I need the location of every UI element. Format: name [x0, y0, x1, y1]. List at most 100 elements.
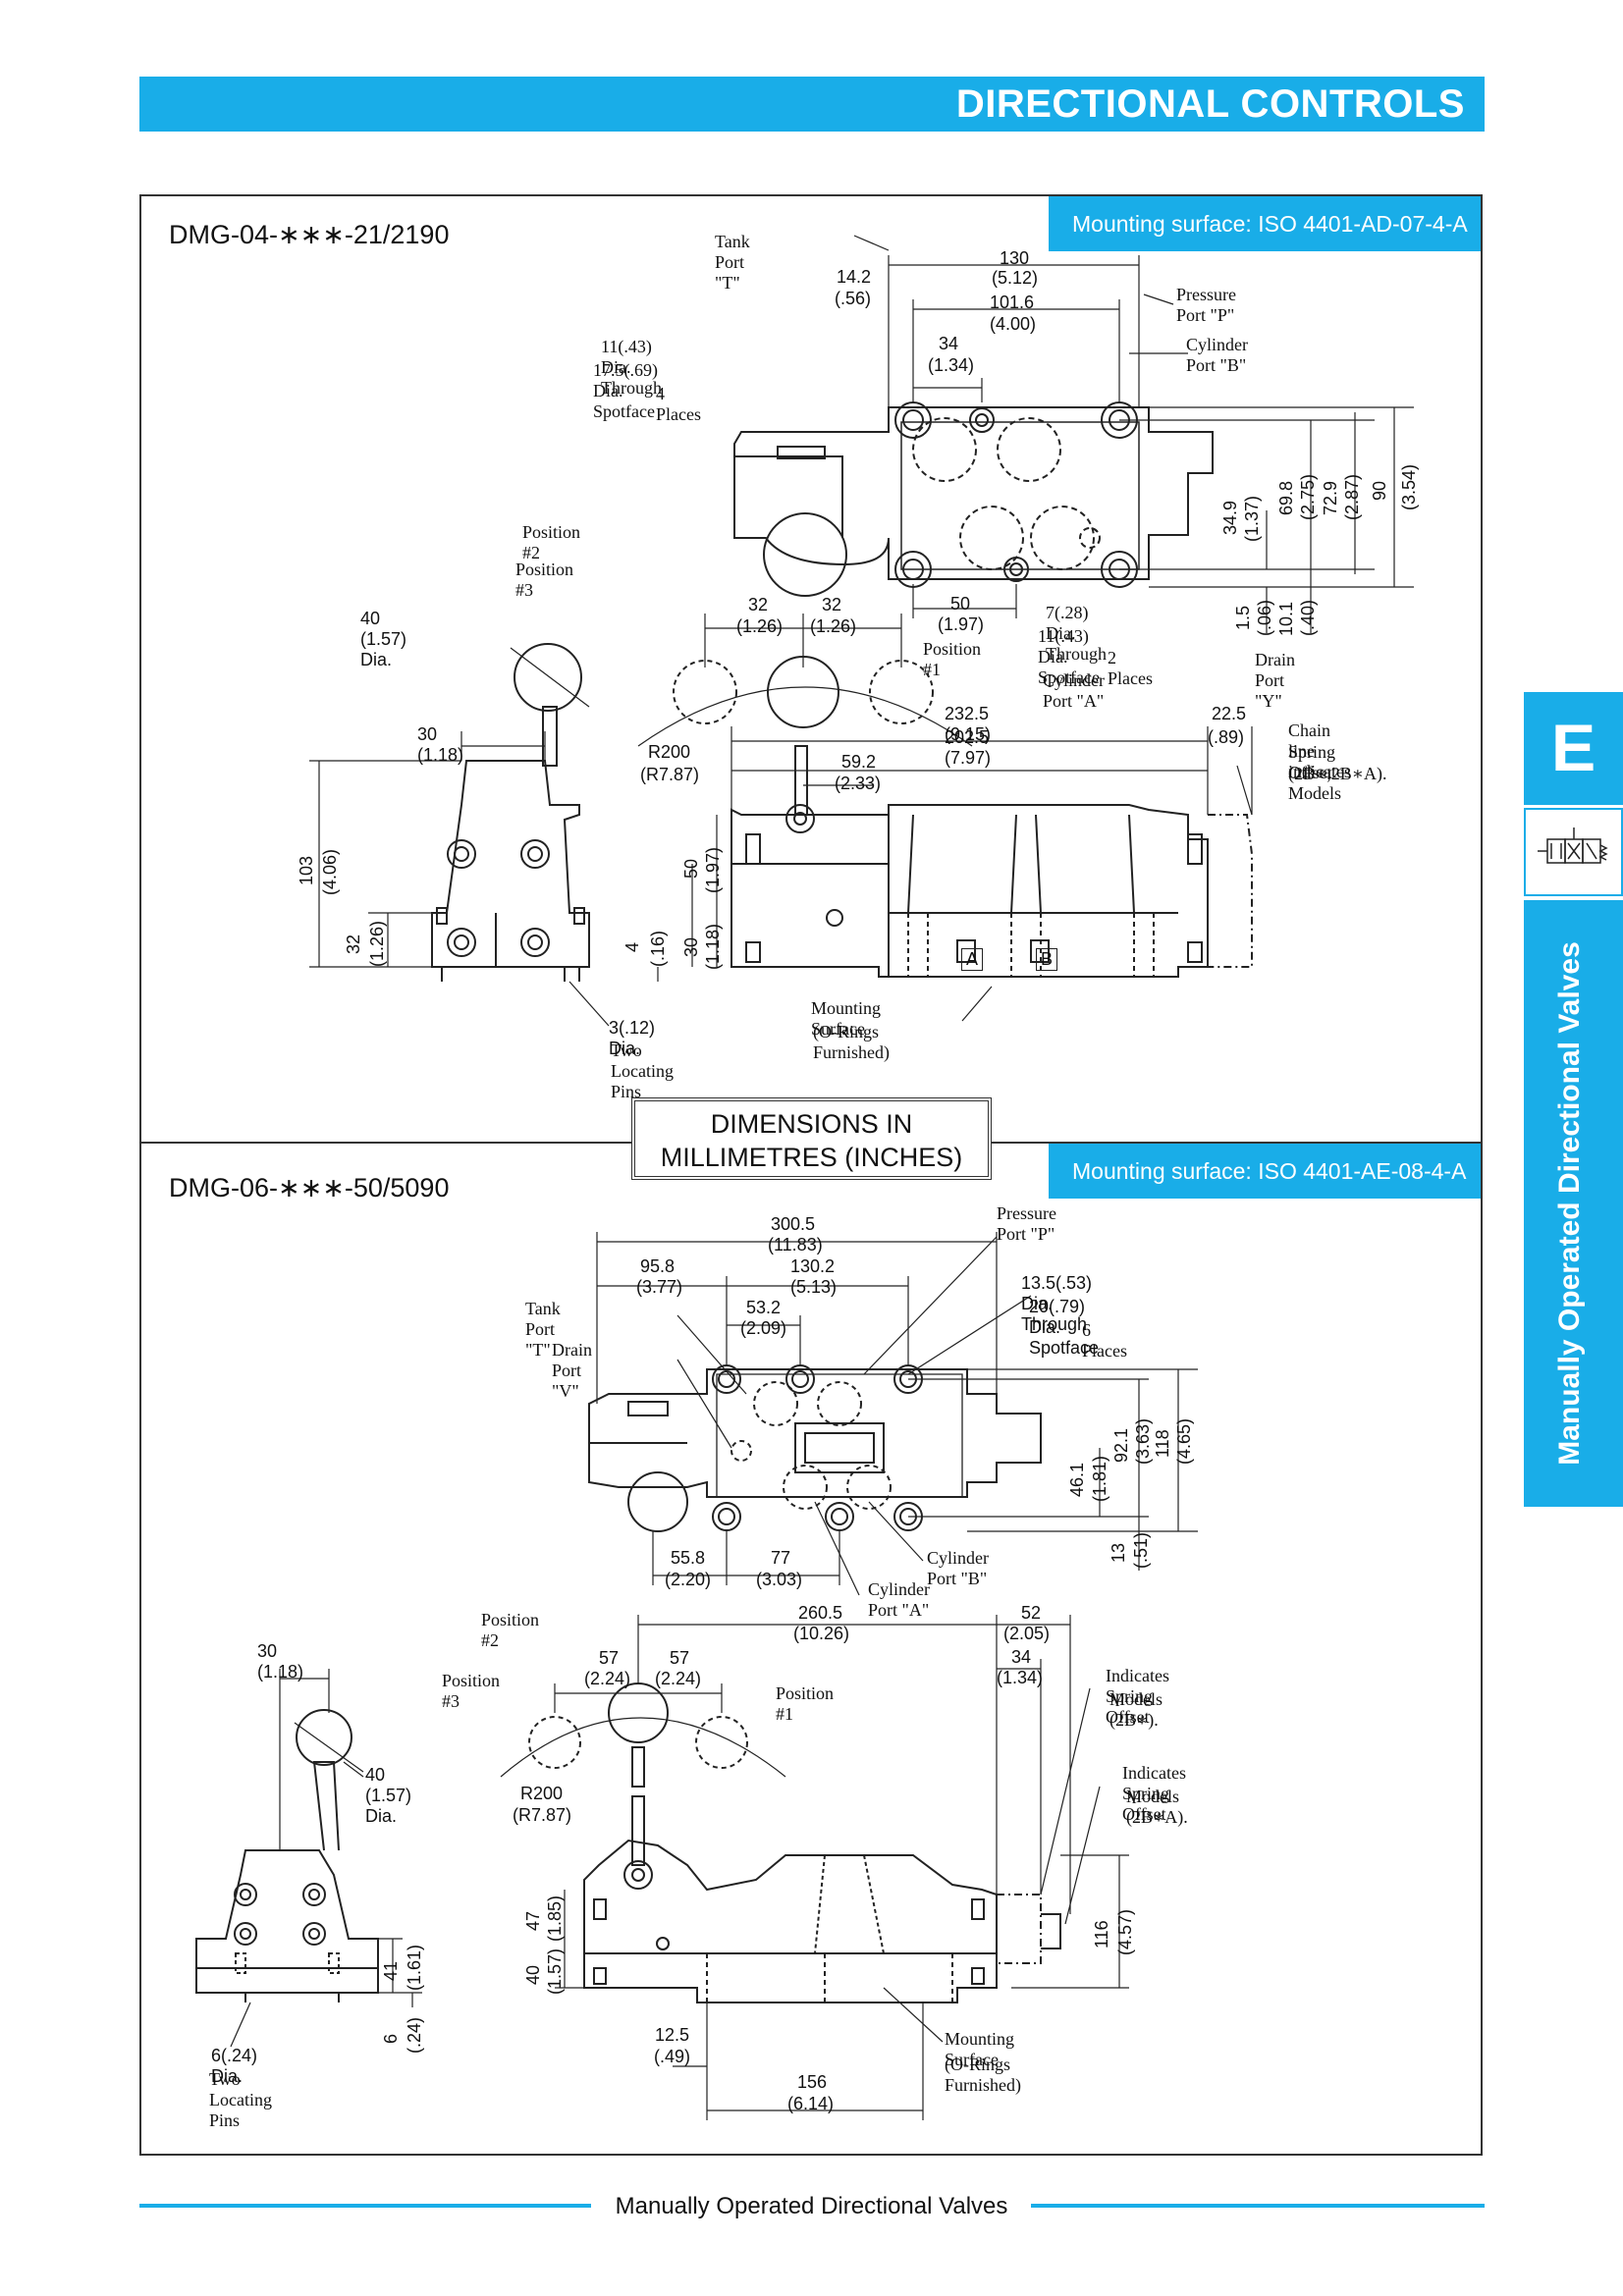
s1-dim-32v: 32 [344, 934, 363, 954]
s2-dim-2605: 260.5 [798, 1603, 843, 1623]
s2-dim-13: 13 [1109, 1542, 1128, 1563]
footer-rule-right [1031, 2204, 1485, 2208]
s2-dim-461: 46.1 [1067, 1462, 1087, 1497]
s2-dim-57a: 57 [599, 1648, 620, 1668]
s2-dim-461-in: (1.81) [1090, 1455, 1109, 1502]
s1-mounting-surface: Mounting Surface [811, 998, 882, 1039]
s2-dim-125: 12.5 [655, 2025, 690, 2045]
s2-hole-places: 6 Places [1082, 1320, 1127, 1361]
s2-spring2-line1: Indicates Spring Offset [1122, 1763, 1186, 1824]
s2-front-view [500, 1682, 1061, 2003]
s2-hole-through: 13.5(.53) Dia. Through [1021, 1273, 1093, 1334]
s1-dim-729-in: (2.87) [1342, 473, 1362, 520]
s1-hole-places: 4 Places [656, 384, 701, 424]
s1-chain-line-1: Chain line indicates [1288, 721, 1351, 781]
s1-chain-line-3: (2B∗,2B∗A). [1288, 764, 1387, 783]
s2-dim-116: 116 [1092, 1920, 1111, 1949]
s1-dim-1016-in: (4.00) [990, 314, 1037, 334]
s2-dim-30: 30 (1.18) [257, 1641, 304, 1682]
s1-dim-30v: 30 [681, 936, 701, 957]
s1-dim-2325: 232.5 (9.15) [945, 704, 992, 744]
s2-spring1-line1: Indicates Spring Offset [1106, 1666, 1169, 1727]
s1-small-spotface: 11(.43) Dia. Spotface [1038, 626, 1100, 687]
s2-mounting-surface: Mounting Surface [945, 2029, 1015, 2069]
s2-cylinder-b-label: Cylinder Port "B" [927, 1548, 989, 1588]
s1-hole-through: 11(.43) Dia. Through [601, 337, 662, 398]
s2-top-view [588, 1364, 1042, 1532]
section2-mounting-badge: Mounting surface: ISO 4401-AE-08-4-A [1049, 1144, 1481, 1199]
s2-dim-1302: 130.2 [790, 1256, 836, 1276]
s1-dim-4-in: (.16) [648, 930, 668, 967]
s2-dim-558-in: (2.20) [665, 1570, 712, 1589]
s1-position3-label: Position #3 [515, 560, 574, 600]
footer: Manually Operated Directional Valves [0, 2193, 1623, 2220]
s2-dim-77: 77 [771, 1548, 791, 1568]
s1-pressure-port-label: Pressure Port "P" [1176, 285, 1236, 325]
s2-position1-label: Position #1 [776, 1683, 835, 1724]
s1-tank-port-label: Tank Port "T" [715, 232, 750, 293]
section-letter: E [1524, 692, 1623, 805]
s1-dim-592: 59.2 [841, 752, 877, 772]
s2-spring1-line2: Models (2B∗). [1109, 1689, 1163, 1730]
s2-orings: (O-Rings Furnished) [945, 2055, 1021, 2095]
s1-pins-dia: 3(.12) Dia. [609, 1018, 656, 1058]
s2-dim-921: 92.1 [1111, 1427, 1131, 1463]
s2-cylinder-a-label: Cylinder Port "A" [868, 1579, 930, 1620]
s2-dim-3005: 300.5 [771, 1214, 816, 1234]
valve-symbol-icon [1524, 808, 1623, 896]
s1-dim-698-in: (2.75) [1298, 473, 1318, 520]
s1-dim-130-in: (5.12) [992, 268, 1039, 288]
s2-r200-in: (R7.87) [513, 1805, 572, 1825]
s2-tank-port-label: Tank Port "T" [525, 1299, 561, 1360]
s2-dim-52: 52 [1021, 1603, 1042, 1623]
s2-dim-34-in: (1.34) [997, 1668, 1044, 1687]
vertical-tab-label: Manually Operated Directional Valves [1553, 941, 1586, 1466]
s1-dim-1016: 101.6 [990, 293, 1035, 312]
s2-dim-40-in: (1.57) [545, 1948, 565, 1995]
s1-dim-32b: 32 [822, 595, 842, 614]
s1-front-view [637, 656, 1253, 978]
footer-rule-left [139, 2204, 591, 2208]
s1-dim-32a: 32 [748, 595, 769, 614]
s2-dim-2605-in: (10.26) [793, 1624, 850, 1643]
s2-dim-57b: 57 [670, 1648, 690, 1668]
s1-position1-label: Position #1 [923, 639, 982, 679]
side-tab[interactable]: E Manually Operated Directional Valves [1524, 692, 1623, 1507]
s2-dim-40: 40 [523, 1964, 543, 1985]
s2-pressure-port-label: Pressure Port "P" [997, 1203, 1056, 1244]
s1-dim-103-in: (4.06) [320, 848, 340, 895]
s1-dim-50: 50 [950, 594, 971, 614]
s2-dim-116-in: (4.57) [1115, 1908, 1135, 1955]
s2-dim-41-in: (1.61) [405, 1944, 424, 1991]
s2-side-view [195, 1709, 379, 2002]
s1-small-through: 7(.28) Dia. Through [1046, 603, 1107, 664]
s1-dim-130: 130 [1000, 248, 1030, 268]
s2-hole-spotface: 20(.79) Dia. Spotface [1029, 1297, 1100, 1358]
s1-orings: (O-Rings Furnished) [813, 1022, 890, 1062]
s2-pins-dia: 6(.24) Dia. [211, 2046, 258, 2086]
section1-model: DMG-04-∗∗∗-21/2190 [169, 220, 450, 249]
s2-spring2-line2: Models (2B∗A). [1126, 1787, 1188, 1827]
s1-r200: R200 [648, 742, 691, 762]
s1-dim-4: 4 [622, 941, 642, 952]
s1-hole-spotface: 17.5(.69) Dia. Spotface [593, 360, 658, 421]
section1-mounting-badge: Mounting surface: ISO 4401-AD-07-4-A [1049, 196, 1481, 251]
dimensions-note: DIMENSIONS IN MILLIMETRES (INCHES) [631, 1097, 992, 1180]
s2-dim-118: 118 [1153, 1429, 1172, 1458]
s1-dim-142-in: (.56) [835, 289, 872, 308]
s2-dim-52-in: (2.05) [1003, 1624, 1051, 1643]
s1-dim-34: 34 [939, 334, 959, 353]
s2-dim-532: 53.2 [746, 1298, 782, 1317]
s1-dim-142: 14.2 [837, 267, 872, 287]
s1-dim-729: 72.9 [1321, 480, 1340, 515]
s1-dim-32b-in: (1.26) [810, 616, 857, 636]
s1-chain-line-2: Spring Offset Models [1288, 742, 1341, 803]
s2-dim-57b-in: (2.24) [655, 1669, 702, 1688]
s2-dim-34: 34 [1011, 1647, 1032, 1667]
header-banner: DIRECTIONAL CONTROLS [139, 77, 1485, 132]
s1-port-b-marker: B [1036, 948, 1058, 971]
s1-dim-349: 34.9 [1220, 500, 1240, 535]
s1-dim-32a-in: (1.26) [736, 616, 784, 636]
s1-dim-698: 69.8 [1276, 480, 1296, 515]
